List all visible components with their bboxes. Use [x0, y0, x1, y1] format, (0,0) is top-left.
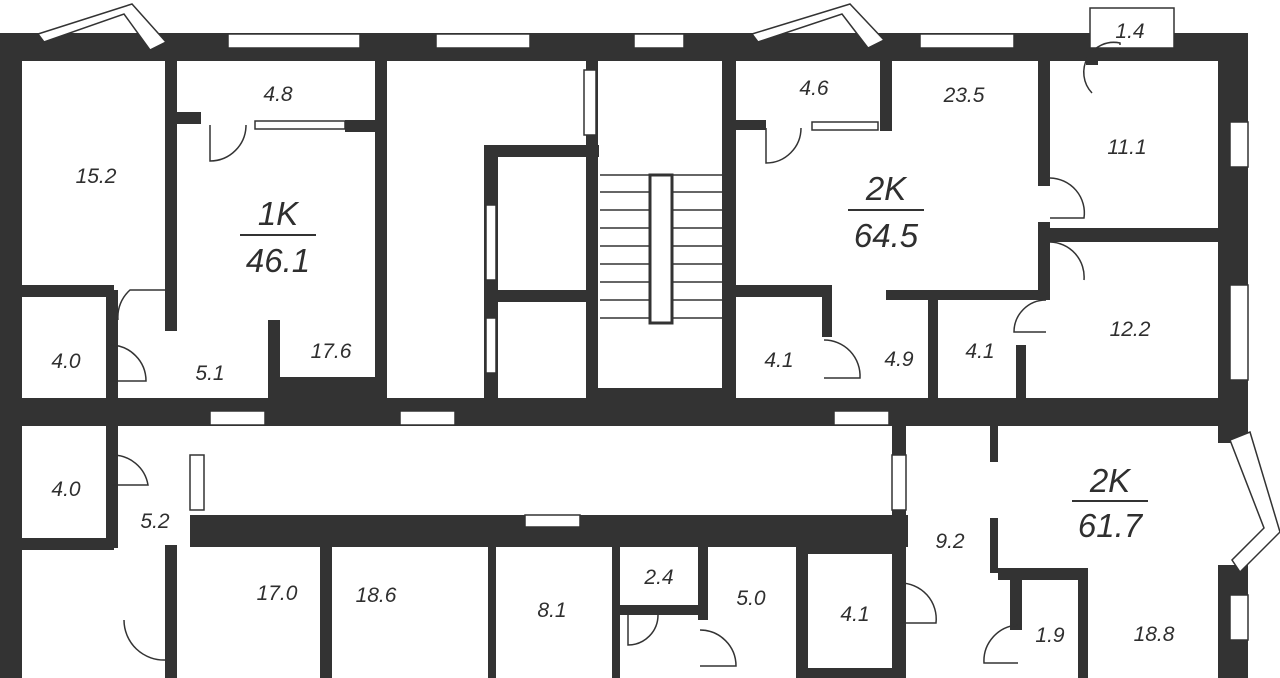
- room-area-label: 2.4: [643, 566, 673, 589]
- windows: [36, 3, 1280, 641]
- room-area-label: 4.8: [263, 83, 293, 106]
- room-area-label: 15.2: [76, 165, 117, 188]
- room-area-label: 11.1: [1107, 136, 1146, 159]
- room-area-label: 12.2: [1110, 318, 1151, 341]
- walls: [0, 33, 1248, 678]
- room-area-label: 4.1: [764, 349, 793, 372]
- room-area-label: 4.1: [965, 340, 994, 363]
- room-area-label: 8.1: [537, 599, 566, 622]
- room-area-label: 4.1: [840, 603, 869, 626]
- room-area-label: 23.5: [943, 84, 985, 107]
- room-area-label: 18.8: [1134, 623, 1175, 646]
- room-labels: 15.2 4.8 17.6 5.1 4.0 4.0 5.2 17.0 18.6 …: [51, 20, 1174, 647]
- room-area-label: 5.2: [140, 510, 170, 533]
- room-area-label: 18.6: [356, 584, 397, 607]
- door-swings: [109, 41, 1121, 667]
- room-area-label: 4.0: [51, 478, 81, 501]
- room-area-label: 4.9: [884, 348, 914, 371]
- apartment-3-type: 2K: [1089, 462, 1132, 499]
- room-area-label: 17.0: [257, 582, 298, 605]
- room-area-label: 9.2: [935, 530, 965, 553]
- staircase: [600, 173, 722, 325]
- room-area-label: 4.0: [51, 350, 81, 373]
- apartment-labels: 1K 46.1 2K 64.5 2K 61.7: [240, 170, 1148, 544]
- room-area-label: 17.6: [311, 340, 352, 363]
- room-area-label: 1.4: [1115, 20, 1144, 43]
- room-area-label: 4.6: [799, 77, 829, 100]
- apartment-1-area: 46.1: [246, 242, 310, 279]
- room-area-label: 5.1: [195, 362, 224, 385]
- apartment-1-type: 1K: [258, 195, 300, 232]
- room-area-label: 1.9: [1035, 624, 1065, 647]
- apartment-2-type: 2K: [865, 170, 908, 207]
- apartment-3-area: 61.7: [1078, 507, 1144, 544]
- apartment-2-area: 64.5: [854, 217, 919, 254]
- room-area-label: 5.0: [736, 587, 766, 610]
